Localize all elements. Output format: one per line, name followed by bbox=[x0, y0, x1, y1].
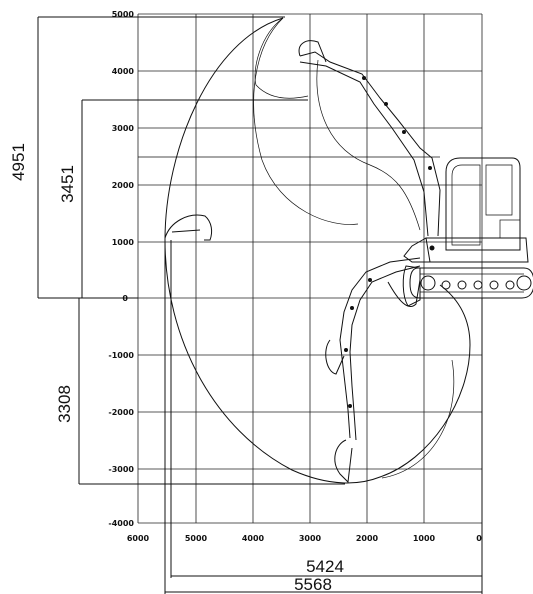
dimension-labels: 4951 3451 3308 5424 5568 bbox=[9, 143, 344, 594]
y-tick-label: 4000 bbox=[112, 67, 135, 76]
y-tick-label: 1000 bbox=[112, 238, 135, 247]
y-tick-label: 2000 bbox=[112, 181, 135, 190]
x-tick-label: 4000 bbox=[242, 534, 265, 543]
x-tick-label: 1000 bbox=[413, 534, 436, 543]
max-dump-height-label: 3451 bbox=[58, 165, 77, 203]
x-tick-label: 5000 bbox=[185, 534, 208, 543]
excavator-icon bbox=[402, 157, 533, 307]
x-tick-label: 3000 bbox=[299, 534, 322, 543]
max-digging-depth-label: 3308 bbox=[55, 385, 74, 423]
max-reach-ground-label: 5424 bbox=[306, 557, 344, 576]
bucket-small-icon bbox=[164, 214, 213, 241]
x-tick-label: 2000 bbox=[356, 534, 379, 543]
y-axis-ticks: 5000 4000 3000 2000 1000 0 -1000 -2000 -… bbox=[108, 10, 134, 528]
y-tick-label: 0 bbox=[122, 294, 128, 303]
y-tick-label: 5000 bbox=[112, 10, 135, 19]
y-tick-label: -4000 bbox=[108, 519, 134, 528]
arm-low-position-icon bbox=[325, 257, 421, 484]
x-tick-label: 0 bbox=[476, 534, 482, 543]
y-tick-label: -3000 bbox=[108, 465, 134, 474]
dimension-lines bbox=[37, 16, 483, 594]
arm-top-position-icon bbox=[298, 40, 441, 237]
y-tick-label: -1000 bbox=[108, 351, 134, 360]
y-tick-label: -2000 bbox=[108, 408, 134, 417]
max-digging-height-label: 4951 bbox=[9, 143, 28, 181]
x-axis-ticks: 6000 5000 4000 3000 2000 1000 0 bbox=[127, 534, 482, 543]
working-envelope bbox=[164, 17, 471, 484]
x-tick-label: 6000 bbox=[127, 534, 150, 543]
max-reach-label: 5568 bbox=[294, 575, 332, 594]
y-tick-label: 3000 bbox=[112, 124, 135, 133]
